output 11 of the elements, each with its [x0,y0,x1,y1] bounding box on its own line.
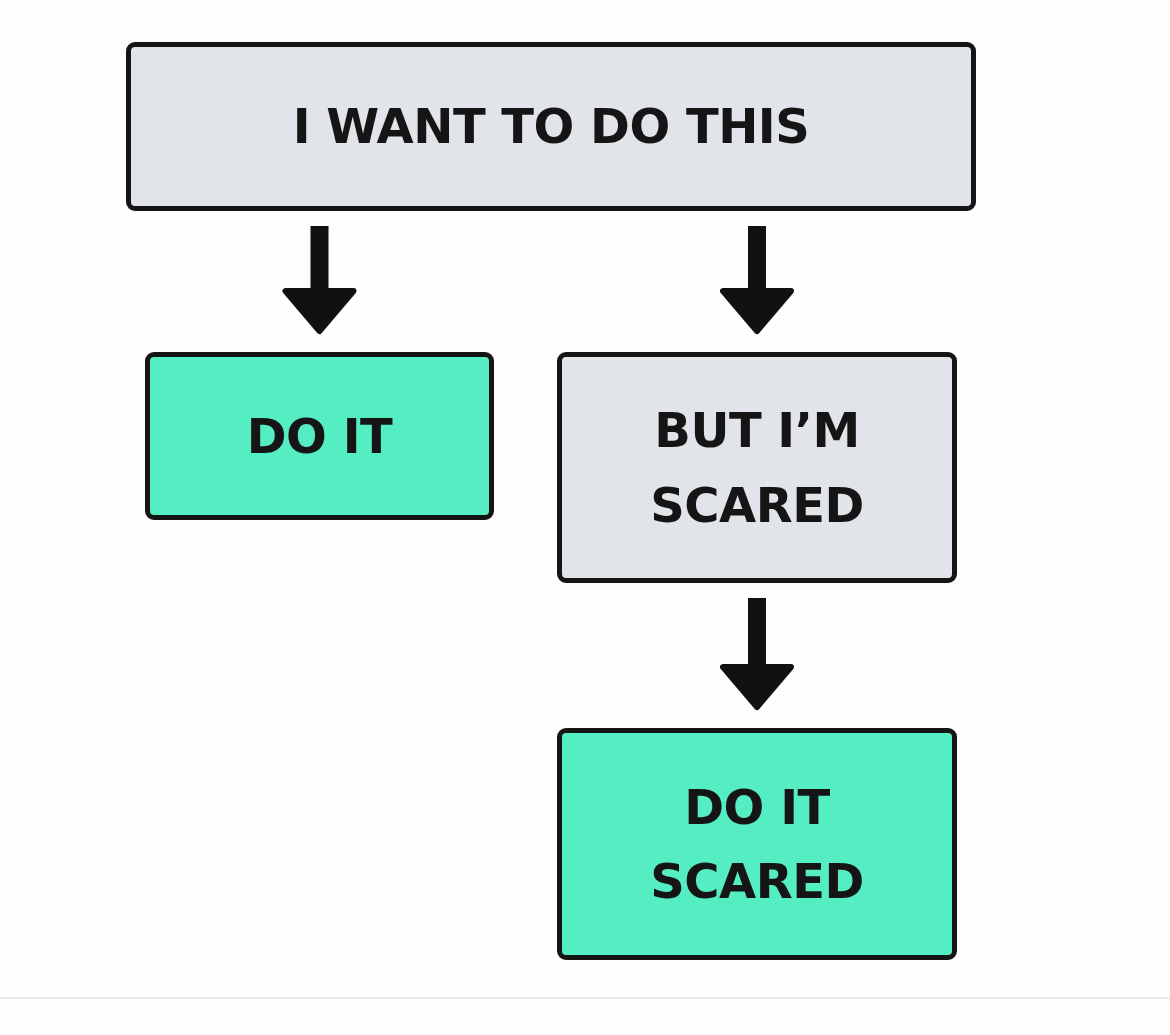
process-box [126,42,976,211]
arrow [720,598,794,710]
process-box [557,728,957,960]
box-text: BUT I’M SCARED [649,401,865,535]
arrow [720,226,794,334]
box-text: DO IT SCARED [649,777,865,911]
process-box [145,352,494,520]
box-text: DO IT [246,406,393,466]
box-text: I WANT TO DO THIS [292,97,810,157]
process-box [557,352,957,583]
arrow [282,226,357,334]
